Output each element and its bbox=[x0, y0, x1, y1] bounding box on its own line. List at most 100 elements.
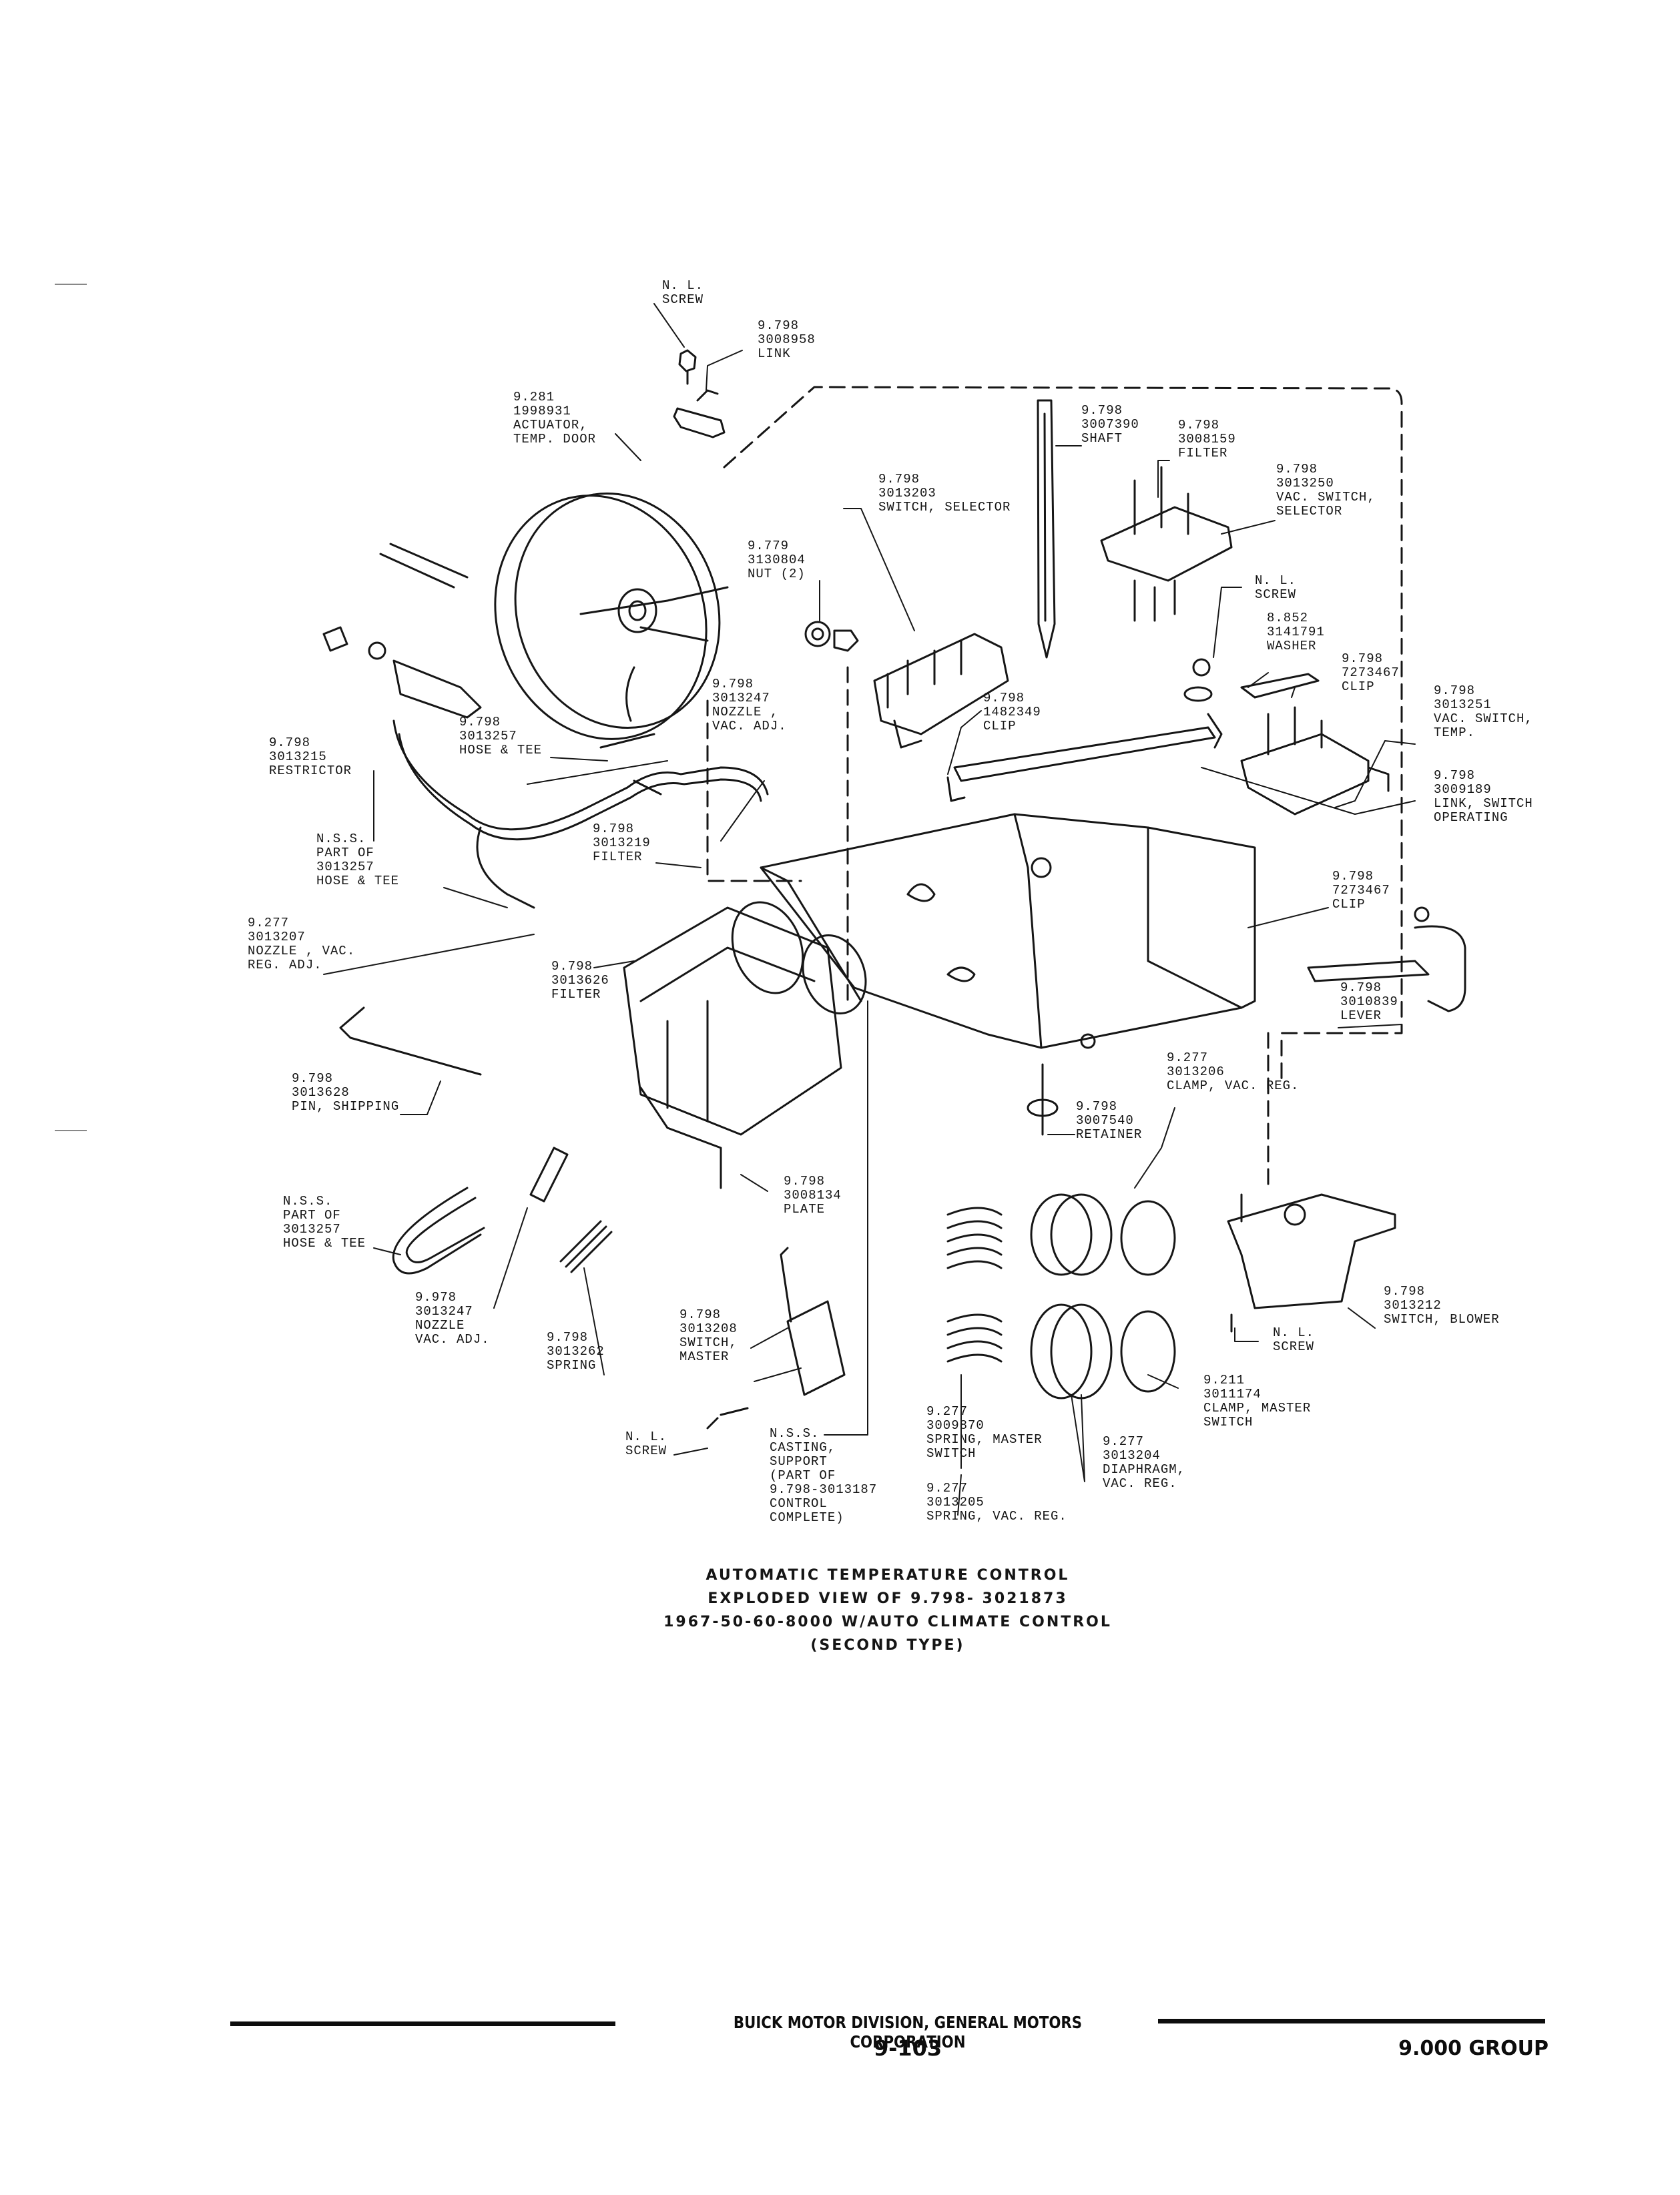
part-label-line: 3008134 bbox=[784, 1188, 842, 1203]
part-label-line: 9.798 bbox=[459, 715, 501, 729]
part-label-line: CLIP bbox=[1332, 897, 1366, 912]
part-label-line: CLAMP, VAC. REG. bbox=[1167, 1078, 1300, 1093]
part-label-line: 3013250 bbox=[1276, 476, 1334, 491]
part-label-line: SUPPORT bbox=[770, 1454, 828, 1469]
part-label-line: N. L. bbox=[1273, 1325, 1315, 1340]
part-label-line: 9.798 bbox=[878, 472, 920, 487]
part-label-line: 9.798 bbox=[593, 822, 635, 836]
shaft-part bbox=[1037, 399, 1056, 659]
part-label-line: 9.798 bbox=[1384, 1284, 1426, 1299]
pin-shipping-part bbox=[339, 1006, 482, 1076]
part-label-line: 3013215 bbox=[269, 749, 327, 764]
part-label-line: 9.798 bbox=[1332, 869, 1374, 884]
part-label-line: LEVER bbox=[1340, 1008, 1382, 1023]
part-label-line: 3013208 bbox=[679, 1321, 738, 1336]
spring-diaphragm-row-1 bbox=[946, 1193, 1176, 1276]
part-label-line: 3130804 bbox=[748, 553, 806, 567]
part-label-line: 3013205 bbox=[926, 1495, 985, 1510]
part-label-line: N. L. bbox=[625, 1430, 667, 1444]
part-label-line: 3013203 bbox=[878, 486, 936, 501]
part-label-line: NOZZLE bbox=[415, 1318, 465, 1333]
part-label-line: VAC. REG. bbox=[1103, 1476, 1177, 1491]
part-label-line: 9.798 bbox=[269, 735, 311, 750]
retainer-part bbox=[1027, 1063, 1059, 1136]
part-label-line: PLATE bbox=[784, 1202, 826, 1217]
part-label-line: 9.798 bbox=[1434, 683, 1476, 698]
lever-part bbox=[1307, 906, 1466, 1012]
part-label-line: CLAMP, MASTER bbox=[1203, 1401, 1312, 1416]
part-label-line: 9.798 bbox=[1081, 403, 1123, 418]
part-label-line: N.S.S. bbox=[283, 1194, 333, 1209]
part-label-line: SHAFT bbox=[1081, 431, 1123, 446]
part-label-line: 3011174 bbox=[1203, 1387, 1262, 1401]
part-label-line: HOSE & TEE bbox=[316, 874, 400, 888]
washer-clip-part bbox=[1183, 658, 1320, 702]
part-label-line: SCREW bbox=[1255, 587, 1297, 602]
part-label-line: FILTER bbox=[593, 850, 643, 864]
part-label-line: LINK, SWITCH bbox=[1434, 796, 1533, 811]
hose-tee-part bbox=[392, 719, 769, 909]
part-label-line: 9.211 bbox=[1203, 1373, 1245, 1387]
part-label-line: 9.978 bbox=[415, 1290, 457, 1305]
part-label-line: 3141791 bbox=[1267, 625, 1325, 639]
part-label-line: 9.798 bbox=[1434, 768, 1476, 783]
part-label-line: 7273467 bbox=[1342, 665, 1400, 680]
part-label-line: 3009870 bbox=[926, 1418, 985, 1433]
part-label-line: 9.798 bbox=[784, 1174, 826, 1189]
part-label-line: COMPLETE) bbox=[770, 1510, 844, 1525]
part-label-line: HOSE & TEE bbox=[459, 743, 543, 757]
part-label-line: FILTER bbox=[551, 987, 601, 1002]
main-bracket-part bbox=[760, 813, 1256, 1049]
part-label-line: 3013626 bbox=[551, 973, 609, 988]
part-label-line: VAC. SWITCH, bbox=[1276, 490, 1376, 505]
part-label-line: SCREW bbox=[1273, 1339, 1315, 1354]
part-label-line: DIAPHRAGM, bbox=[1103, 1462, 1186, 1477]
part-label-line: OPERATING bbox=[1434, 810, 1508, 825]
part-label-line: 3013257 bbox=[316, 860, 374, 874]
part-label-line: 3013251 bbox=[1434, 697, 1492, 712]
nut-part bbox=[804, 621, 859, 652]
part-label-line: 3013257 bbox=[283, 1222, 341, 1237]
part-label-line: SPRING bbox=[547, 1358, 597, 1373]
part-label-line: 3013247 bbox=[712, 691, 770, 705]
part-label-line: 9.798 bbox=[712, 677, 754, 691]
part-label-line: 9.779 bbox=[748, 539, 790, 553]
part-label-line: MASTER bbox=[679, 1349, 730, 1364]
assembly-dashed-outline bbox=[706, 386, 1403, 1189]
part-label-line: 8.852 bbox=[1267, 611, 1309, 625]
caption-exploded-view: EXPLODED VIEW OF 9.798- 3021873 bbox=[708, 1590, 1068, 1607]
part-label-line: SCREW bbox=[625, 1444, 667, 1458]
part-label-line: CONTROL bbox=[770, 1496, 828, 1511]
part-label-line: SWITCH bbox=[1203, 1415, 1253, 1430]
lower-hose-part bbox=[392, 1187, 485, 1275]
part-label-line: VAC. SWITCH, bbox=[1434, 711, 1533, 726]
part-label-line: 3013628 bbox=[292, 1085, 350, 1100]
part-label-line: SWITCH, BLOWER bbox=[1384, 1312, 1500, 1327]
part-label-line: 9.798 bbox=[1276, 462, 1318, 477]
part-label-line: 9.798 bbox=[551, 959, 593, 974]
part-label-line: ACTUATOR, bbox=[513, 418, 588, 432]
footer-group: 9.000 GROUP bbox=[1398, 2037, 1549, 2060]
link-part bbox=[673, 349, 726, 438]
part-label-line: 9.277 bbox=[1167, 1050, 1209, 1065]
part-label-line: 9.798 bbox=[1178, 418, 1220, 432]
part-label-line: 9.798 bbox=[1076, 1099, 1118, 1114]
